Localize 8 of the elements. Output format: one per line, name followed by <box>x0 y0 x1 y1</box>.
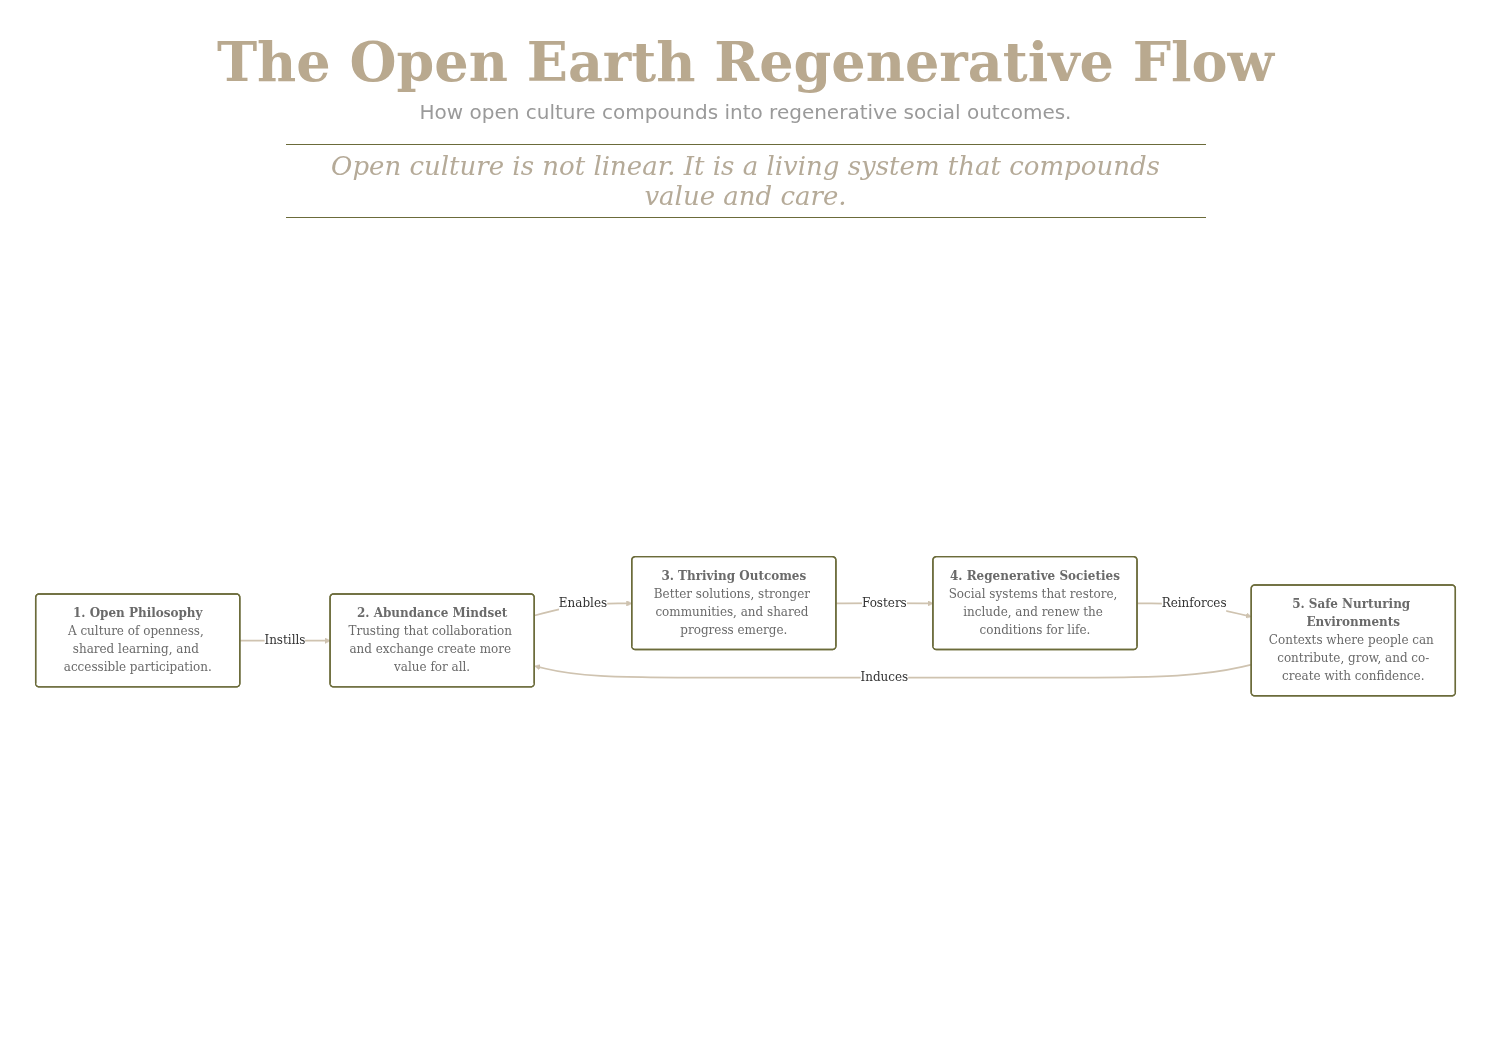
edge-label: Induces <box>860 670 909 685</box>
quote-text: Open culture is not linear. It is a living system that compounds value and care. <box>285 144 1206 218</box>
title: The Open Earth Regenerative Flow <box>216 30 1275 94</box>
edge-label: Reinforces <box>1161 595 1227 610</box>
edge-label: Fosters <box>862 595 907 610</box>
edge-label: Enables <box>558 595 608 610</box>
subtitle: How open culture compounds into regenerative social outcomes. <box>419 100 1072 124</box>
edge-label: Instills <box>264 633 306 648</box>
